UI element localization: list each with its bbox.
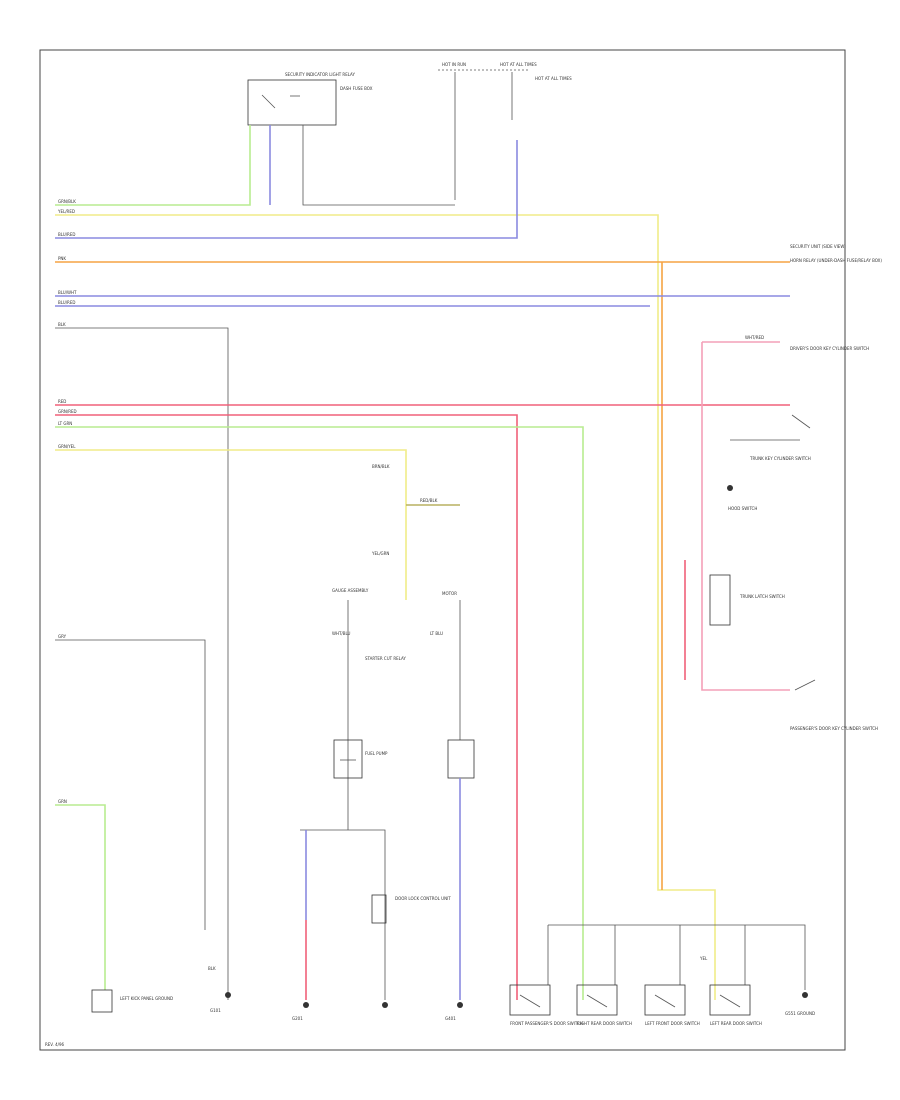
wire-blue-main — [55, 140, 518, 239]
fuse3-label: HOT AT ALL TIMES — [535, 76, 572, 81]
label-grn-yel: GRN/YEL — [58, 444, 76, 449]
wire-gray-top — [302, 125, 455, 206]
label-blk: BLK — [58, 322, 66, 327]
g201-label: G201 — [292, 1016, 303, 1021]
wire-pink-vert — [701, 342, 790, 691]
label-grn: GRN — [58, 799, 67, 804]
horn-label: HORN RELAY (UNDER-DASH FUSE/RELAY BOX) — [790, 258, 882, 263]
gauge-label: GAUGE ASSEMBLY — [332, 588, 369, 593]
pass-door-label: PASSENGER'S DOOR KEY CYLINDER SWITCH — [790, 726, 878, 731]
door-lock-ctrl-label: DOOR LOCK CONTROL UNIT — [395, 896, 451, 901]
rear-right-label: RIGHT REAR DOOR SWITCH — [577, 1021, 632, 1026]
door-switch-group: FRONT PASSENGER'S DOOR SWITCH RIGHT REAR… — [509, 924, 815, 1026]
gauge-assembly: GAUGE ASSEMBLY STARTER CUT RELAY FUEL PU… — [332, 588, 406, 830]
wire-grn-yel — [55, 449, 407, 600]
wire-yel-red-top — [55, 214, 716, 1000]
label-blu-red: BLU/RED — [58, 232, 75, 237]
label-blu-red2: BLU/RED — [58, 300, 75, 305]
label-yel: YEL — [699, 956, 708, 961]
wire-gray-branch — [300, 829, 386, 1000]
label-grn-red: GRN/RED — [58, 409, 77, 414]
label-red: RED — [58, 399, 66, 404]
starter-cut-label: STARTER CUT RELAY — [365, 656, 406, 661]
security-relay-box: SECURITY INDICATOR LIGHT RELAY DASH FUSE… — [247, 72, 373, 126]
security-unit-label: SECURITY UNIT (SIDE VIEW) — [790, 244, 846, 249]
label-yel-grn: YEL/GRN — [371, 551, 389, 556]
label-wht-red: WHT/RED — [745, 335, 764, 340]
label-red-blk: RED/BLK — [420, 498, 438, 503]
fuel-pump-label: FUEL PUMP — [365, 751, 388, 756]
wire-blk-gray — [55, 327, 229, 1000]
wire-grn-red — [55, 414, 518, 1000]
g401-label: G401 — [445, 1016, 456, 1021]
wire-lt-grn — [55, 426, 584, 1000]
ground-label: G551 GROUND — [785, 1011, 815, 1016]
motor-label: MOTOR — [442, 591, 457, 596]
motor-assembly: MOTOR — [442, 591, 475, 1000]
label-lt-blu: LT BLU — [430, 631, 443, 636]
label-grn-blk: GRN/BLK — [58, 199, 76, 204]
g101-label: G101 — [210, 1008, 221, 1013]
hood-sw-label: HOOD SWITCH — [728, 506, 757, 511]
wire-green-left — [55, 804, 106, 990]
label-lt-grn: LT GRN — [58, 421, 72, 426]
dash-fuse-label: DASH FUSE BOX — [340, 86, 373, 91]
security-unit-right: DRIVER'S DOOR KEY CYLINDER SWITCH TRUNK … — [709, 244, 878, 731]
front-pass-label: FRONT PASSENGER'S DOOR SWITCH — [510, 1021, 583, 1026]
label-wht-blu: WHT/BLU — [332, 631, 351, 636]
footer-label: REV. 4/96 — [45, 1042, 65, 1047]
door-key-label: DRIVER'S DOOR KEY CYLINDER SWITCH — [790, 346, 869, 351]
wire-blk-left — [55, 639, 206, 930]
label-yel-red: YEL/RED — [57, 209, 75, 214]
diagram-frame — [39, 49, 846, 1051]
fuse-box-top: HOT IN RUN HOT AT ALL TIMES HOT AT ALL T… — [438, 62, 572, 200]
fuse2-label: HOT AT ALL TIMES — [500, 62, 537, 67]
trunk-sw-label: TRUNK KEY CYLINDER SWITCH — [749, 456, 811, 461]
wire-grn-blk-top — [55, 125, 251, 206]
label-pnk: PNK — [58, 256, 66, 261]
label-blu-wht: BLU/WHT — [58, 290, 77, 295]
left-kick-label: LEFT KICK PANEL GROUND — [120, 996, 173, 1001]
fuse1-label: HOT IN RUN — [442, 62, 466, 67]
ground-terminals: G101 G201 G401 — [210, 992, 808, 1021]
trunk-latch-label: TRUNK LATCH SWITCH — [739, 594, 785, 599]
relay-top-label: SECURITY INDICATOR LIGHT RELAY — [285, 72, 355, 77]
left-front-label: LEFT FRONT DOOR SWITCH — [645, 1021, 700, 1026]
label-gry: GRY — [58, 634, 67, 639]
label-brn-blk: BRN/BLK — [372, 464, 390, 469]
left-rear-label: LEFT REAR DOOR SWITCH — [710, 1021, 762, 1026]
label-blk2: BLK — [208, 966, 216, 971]
